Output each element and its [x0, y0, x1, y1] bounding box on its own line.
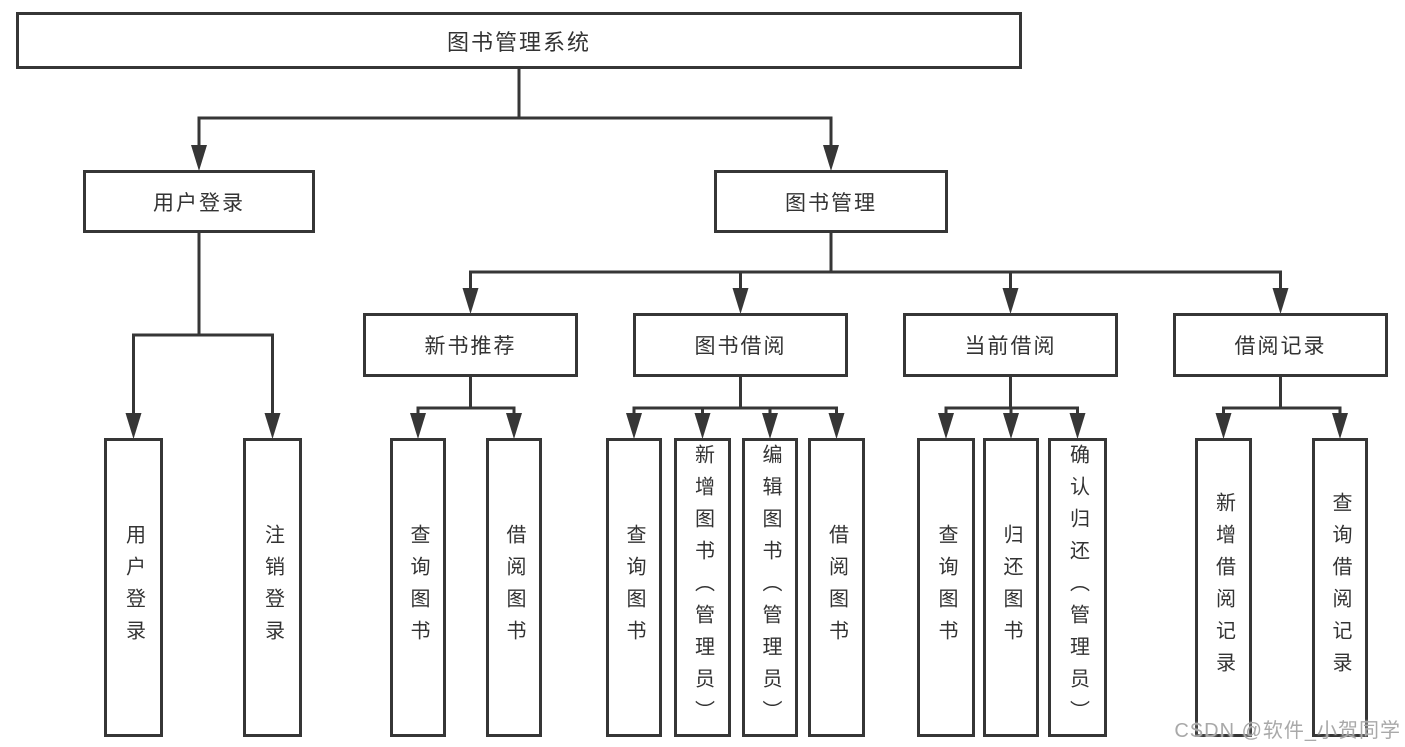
node-label: 图书借阅 — [694, 335, 787, 358]
node-bor4: 借阅图书 — [808, 438, 865, 737]
node-label: 借阅图书 — [825, 523, 848, 652]
node-new2: 借阅图书 — [486, 438, 542, 737]
node-cur2: 归还图书 — [983, 438, 1039, 737]
arrowhead — [1003, 413, 1019, 439]
arrowhead — [1069, 413, 1086, 439]
arrowhead — [823, 145, 839, 171]
arrowhead — [462, 288, 479, 314]
node-login: 用户登录 — [83, 170, 315, 233]
node-label: 查询图书 — [935, 523, 957, 652]
node-label: 新增图书（管理员） — [691, 443, 714, 732]
arrowhead — [828, 413, 845, 439]
node-bor1: 查询图书 — [606, 438, 662, 737]
node-rec: 借阅记录 — [1173, 313, 1388, 377]
node-label: 查询图书 — [623, 523, 645, 652]
node-label: 注销登录 — [261, 523, 284, 652]
node-label: 新增借阅记录 — [1212, 491, 1235, 684]
arrowhead — [264, 413, 281, 439]
arrowhead — [938, 413, 954, 439]
arrowhead — [506, 413, 522, 439]
node-label: 查询图书 — [407, 523, 429, 652]
watermark-text: CSDN @软件_小贺同学 — [1174, 720, 1401, 742]
arrowhead — [1215, 413, 1232, 439]
node-label: 图书管理系统 — [446, 29, 591, 55]
node-label: 当前借阅 — [964, 335, 1057, 358]
node-label: 查询借阅记录 — [1329, 491, 1351, 684]
node-bor2: 新增图书（管理员） — [674, 438, 731, 737]
node-cur1: 查询图书 — [917, 438, 975, 737]
arrowhead — [1002, 288, 1019, 314]
node-new1: 查询图书 — [390, 438, 446, 737]
arrowhead — [626, 413, 642, 439]
arrowhead — [1332, 413, 1348, 439]
arrowhead — [762, 413, 778, 439]
node-label: 确认归还（管理员） — [1066, 443, 1089, 732]
node-label: 用户登录 — [153, 191, 245, 215]
node-label: 借阅记录 — [1234, 335, 1327, 358]
arrowhead — [732, 288, 749, 314]
node-rec1: 新增借阅记录 — [1195, 438, 1252, 737]
node-label: 图书管理 — [785, 191, 877, 215]
node-root: 图书管理系统 — [16, 12, 1022, 69]
node-cur3: 确认归还（管理员） — [1048, 438, 1107, 737]
arrowhead — [1272, 288, 1289, 314]
node-login2: 注销登录 — [243, 438, 302, 737]
node-label: 归还图书 — [1000, 523, 1022, 652]
node-new: 新书推荐 — [363, 313, 578, 377]
arrowhead — [694, 413, 711, 439]
node-cur: 当前借阅 — [903, 313, 1118, 377]
node-label: 新书推荐 — [424, 335, 517, 358]
arrowhead — [191, 145, 207, 171]
node-label: 编辑图书（管理员） — [759, 443, 781, 732]
node-rec2: 查询借阅记录 — [1312, 438, 1368, 737]
node-login1: 用户登录 — [104, 438, 163, 737]
node-label: 借阅图书 — [503, 523, 525, 652]
node-bor3: 编辑图书（管理员） — [742, 438, 798, 737]
node-mgmt: 图书管理 — [714, 170, 948, 233]
arrowhead — [410, 413, 426, 439]
node-label: 用户登录 — [122, 523, 145, 652]
arrowhead — [125, 413, 142, 439]
node-bor: 图书借阅 — [633, 313, 848, 377]
